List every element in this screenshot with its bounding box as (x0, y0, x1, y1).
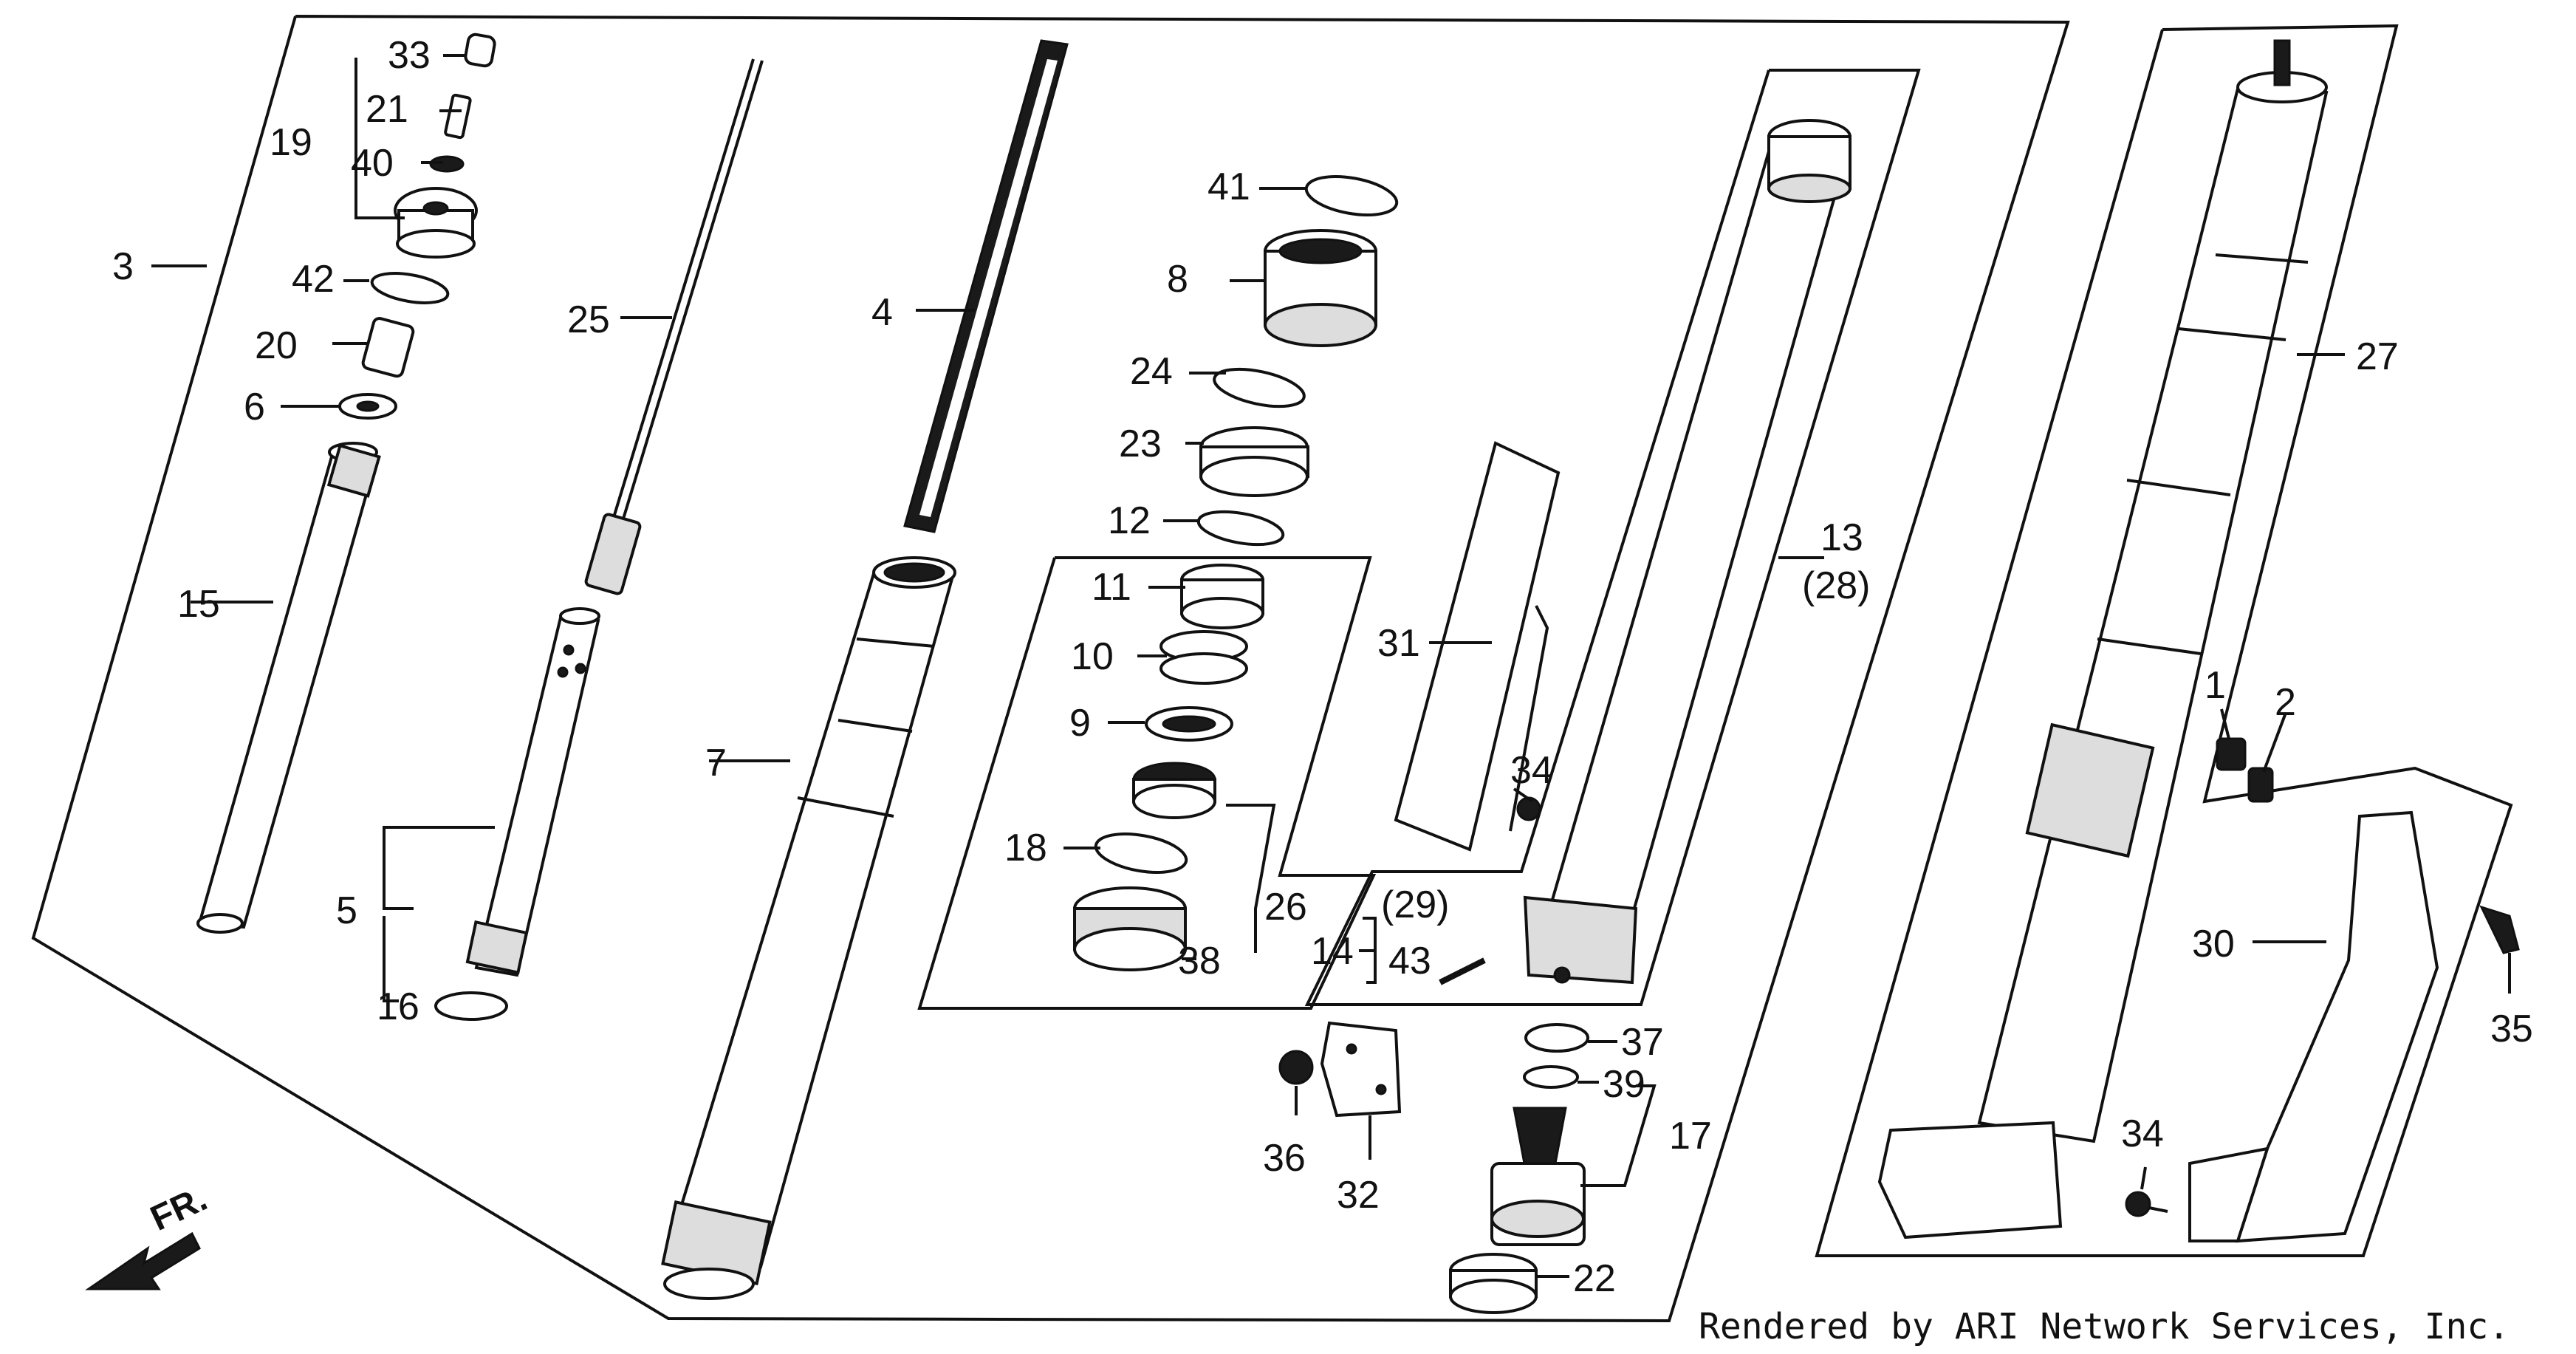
front-direction-indicator: FR. (85, 1179, 213, 1290)
part-32-clamp (1320, 1021, 1402, 1118)
callout-19: 19 (270, 121, 312, 164)
callout-34-upper: 34 (1510, 749, 1553, 792)
callout-6: 6 (244, 386, 265, 428)
callout-23: 23 (1119, 423, 1162, 465)
slider-frame (1304, 69, 1921, 1006)
callout-2: 2 (2275, 681, 2296, 724)
part-22-nut (1449, 1253, 1538, 1314)
part-26-bushing (1132, 762, 1216, 819)
callout-20: 20 (255, 324, 298, 367)
callout-12: 12 (1108, 499, 1151, 542)
part-5-cylinder (465, 607, 600, 977)
callout-4: 4 (871, 291, 893, 334)
part-25-damper-rod (584, 58, 764, 595)
part-15-inner-tube (196, 442, 381, 934)
part-20-collar (361, 317, 415, 378)
part-36-nut (1278, 1050, 1314, 1085)
part-16-ring (434, 991, 508, 1021)
part-10-bushing (1159, 630, 1248, 685)
callout-41: 41 (1208, 165, 1250, 208)
part-30-guard (2188, 810, 2439, 1243)
part-8-seal (1264, 229, 1377, 347)
callout-32: 32 (1337, 1174, 1380, 1217)
part-43-bolt (1439, 957, 1486, 985)
callout-36: 36 (1263, 1137, 1306, 1180)
part-27-fork-leg (1877, 39, 2329, 1240)
part-31-guard (1394, 441, 1561, 852)
callout-35: 35 (2490, 1008, 2533, 1050)
callout-9: 9 (1069, 702, 1091, 745)
right-assembly-frame (1815, 24, 2513, 1257)
callout-34-lower: 34 (2121, 1112, 2164, 1155)
callout-30: 30 (2192, 923, 2235, 965)
part-6-washer (338, 393, 397, 420)
callout-40: 40 (351, 142, 394, 185)
leader-lines (151, 54, 2511, 1278)
part-12-ring (1196, 510, 1285, 547)
callout-8: 8 (1167, 258, 1188, 301)
part-34b-bolt (2125, 1191, 2168, 1217)
callout-28: (28) (1802, 564, 1870, 607)
callout-33: 33 (388, 34, 431, 77)
part-21-valve (444, 93, 472, 140)
callout-21: 21 (366, 88, 408, 131)
part-17-base-valve (1490, 1107, 1586, 1246)
front-arrow-icon (85, 1231, 201, 1290)
callout-7: 7 (705, 742, 727, 784)
part-37-washer (1524, 1023, 1589, 1053)
callout-17: 17 (1669, 1115, 1712, 1158)
callout-10: 10 (1071, 635, 1114, 678)
callout-15: 15 (177, 583, 220, 626)
part-38-seal (1073, 886, 1187, 971)
callout-27: 27 (2356, 335, 2399, 378)
callout-16: 16 (377, 985, 419, 1028)
callout-25: 25 (567, 298, 610, 341)
part-11-bushing (1180, 564, 1264, 629)
part-7-outer-tube (661, 556, 956, 1300)
callout-5: 5 (336, 889, 357, 932)
callout-1: 1 (2205, 664, 2226, 707)
callout-labels: 3 33 21 19 40 42 20 6 15 5 16 25 4 7 41 … (112, 34, 2533, 1300)
callout-24: 24 (1130, 350, 1173, 393)
callout-11: 11 (1092, 566, 1131, 609)
callout-26: 26 (1264, 886, 1307, 929)
render-credit: Rendered by ARI Network Services, Inc. (1699, 1306, 2510, 1347)
callout-43: 43 (1388, 940, 1431, 982)
part-41-circlip (1304, 175, 1399, 216)
callout-39: 39 (1603, 1063, 1645, 1106)
part-42-oring (370, 272, 450, 304)
callout-3: 3 (112, 245, 134, 288)
part-13-slider (1523, 119, 1852, 985)
inner-bushing-frame (917, 556, 1377, 1010)
callout-31: 31 (1377, 622, 1420, 665)
part-24-clip (1213, 367, 1306, 408)
part-1-clamp (2216, 737, 2247, 771)
callout-18: 18 (1004, 827, 1047, 869)
part-18-clip (1094, 832, 1188, 874)
callout-13: 13 (1820, 516, 1863, 559)
part-33-cap (464, 33, 496, 68)
callout-38: 38 (1178, 940, 1221, 982)
callout-22: 22 (1573, 1257, 1616, 1300)
part-9-washer (1145, 706, 1233, 742)
callout-42: 42 (292, 258, 335, 301)
part-23-backup-ring (1199, 426, 1309, 497)
part-2-bolt (2247, 767, 2274, 803)
callout-29: (29) (1381, 883, 1449, 926)
part-19-fork-cap (394, 187, 478, 259)
main-assembly-frame (31, 15, 2070, 1323)
part-35-bolt (2479, 905, 2520, 954)
front-direction-label: FR. (145, 1179, 213, 1239)
part-4-spring (903, 39, 1069, 533)
callout-14: 14 (1311, 930, 1354, 973)
callout-37: 37 (1621, 1021, 1664, 1064)
part-39-oring (1523, 1065, 1579, 1089)
